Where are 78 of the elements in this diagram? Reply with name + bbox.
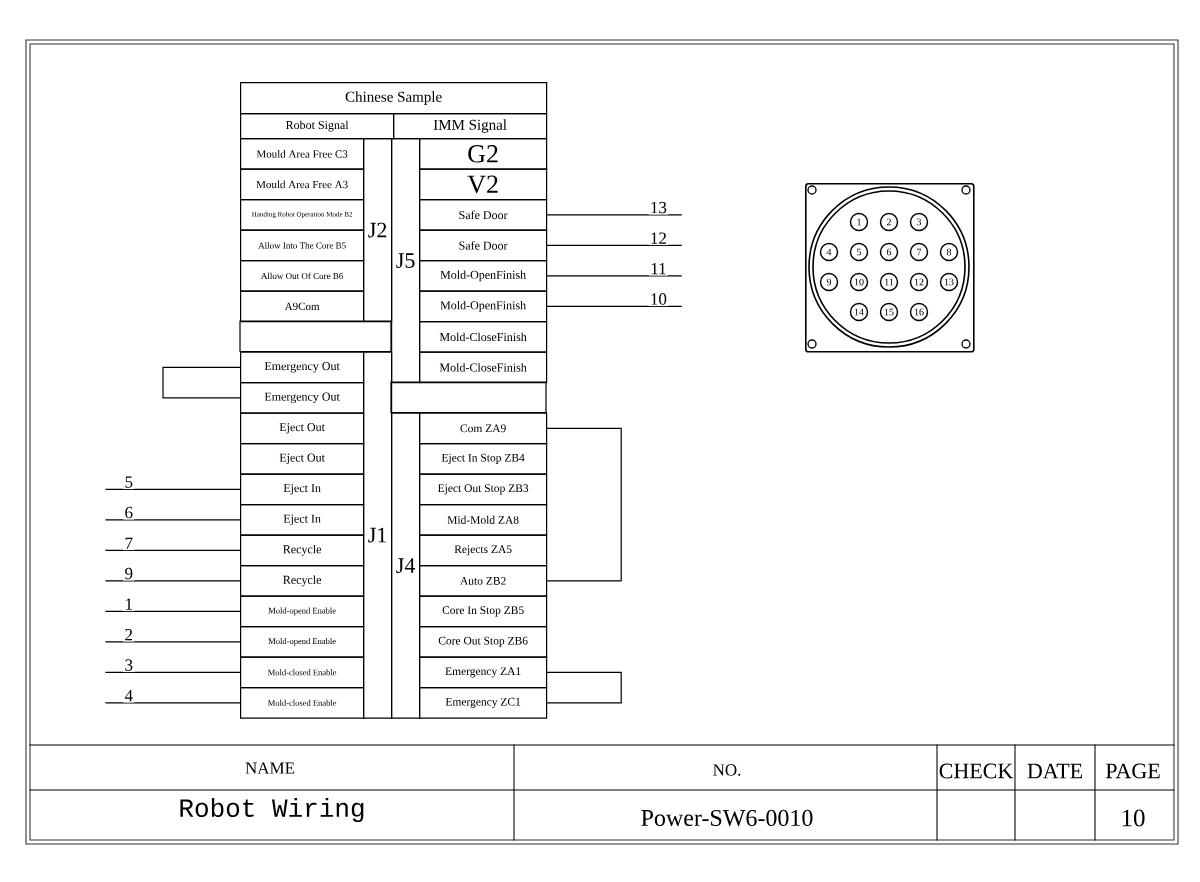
signal-cell: Recycle (240, 534, 365, 567)
connector-label: J1 (363, 351, 393, 719)
wire (546, 275, 682, 277)
signal-cell: Mold-OpenFinish (419, 290, 548, 323)
signal-cell: Mould Area Free C3 (240, 138, 365, 170)
title-block-text: CHECK (939, 763, 1014, 779)
signal-cell: A9Com (240, 290, 365, 323)
signal-cell: Mold-CloseFinish (419, 321, 548, 353)
signal-cell: Core Out Stop ZB6 (419, 626, 548, 658)
signal-cell: Safe Door (419, 229, 548, 262)
signal-cell: Auto ZB2 (419, 565, 548, 597)
connector-label: J2 (363, 138, 393, 323)
wire-number: 6 (123, 505, 135, 520)
wire-number: 11 (648, 261, 668, 276)
signal-cell: Mold-opend Enable (240, 626, 365, 658)
wire-number: 7 (123, 536, 135, 551)
loop-wire (162, 366, 241, 399)
wire-number: 9 (123, 566, 135, 581)
signal-cell: Eject Out (240, 443, 365, 475)
signal-cell: Mid-Mold ZA8 (419, 504, 548, 536)
column-header: Robot Signal (240, 113, 395, 140)
loop-wire (546, 671, 622, 704)
title-block-text: NO. (713, 764, 741, 776)
signal-cell: Emergency ZA1 (419, 656, 548, 689)
signal-cell: Emergency Out (240, 382, 365, 414)
title-block-text: DATE (1027, 763, 1082, 779)
signal-cell: Mould Area Free A3 (240, 168, 365, 201)
wire-number: 2 (123, 627, 135, 642)
wire-number: 13 (648, 200, 669, 215)
signal-cell: Emergency Out (240, 351, 365, 384)
column-header: IMM Signal (393, 113, 548, 140)
wire (105, 702, 241, 704)
signal-cell: Mold-closed Enable (240, 656, 365, 689)
connector-label: J5 (391, 138, 421, 384)
connector-drawing (805, 183, 975, 353)
wire (105, 488, 241, 490)
wire (546, 244, 682, 246)
wire (105, 549, 241, 551)
title-block-text: Power-SW6-0010 (641, 809, 813, 827)
signal-cell: Mold-closed Enable (240, 687, 365, 719)
signal-cell: Com ZA9 (419, 412, 548, 445)
title-block-text: Robot Wiring (180, 797, 364, 823)
title-block-text: 10 (1122, 809, 1145, 827)
wire (105, 610, 241, 612)
signal-cell: Eject In (240, 473, 365, 506)
signal-cell: Mold-OpenFinish (419, 260, 548, 292)
wire-number: 1 (123, 597, 135, 612)
wire-number: 3 (123, 658, 135, 673)
signal-cell: Safe Door (419, 199, 548, 231)
signal-cell: Core In Stop ZB5 (419, 595, 548, 628)
wire (546, 214, 682, 216)
connector-label: J4 (391, 412, 421, 719)
signal-cell: Mold-opend Enable (240, 595, 365, 628)
signal-cell: Eject In (240, 504, 365, 536)
wire-number: 4 (123, 688, 135, 703)
wire-number: 5 (123, 475, 135, 490)
table-title: Chinese Sample (240, 82, 548, 115)
signal-cell: Allow Into The Core B5 (240, 229, 365, 262)
wire (105, 580, 241, 582)
signal-cell: Eject Out (240, 412, 365, 445)
signal-cell: Recycle (240, 565, 365, 597)
title-block-text: NAME (245, 762, 295, 774)
signal-cell: Mold-CloseFinish (419, 351, 548, 384)
signal-cell: Allow Out Of Core B6 (240, 260, 365, 292)
wire (105, 641, 241, 643)
signal-cell: Eject In Stop ZB4 (419, 443, 548, 475)
signal-cell: Emergency ZC1 (419, 687, 548, 719)
signal-cell: Rejects ZA5 (419, 534, 548, 567)
signal-cell: Eject Out Stop ZB3 (419, 473, 548, 506)
wire (105, 671, 241, 673)
title-block-text: PAGE (1105, 763, 1160, 779)
wire-number: 10 (648, 291, 669, 307)
loop-wire (546, 427, 622, 582)
wire (105, 519, 241, 521)
signal-cell: V2 (419, 168, 548, 201)
wire (546, 305, 682, 307)
signal-cell: G2 (419, 138, 548, 170)
wire-number: 12 (648, 231, 669, 246)
